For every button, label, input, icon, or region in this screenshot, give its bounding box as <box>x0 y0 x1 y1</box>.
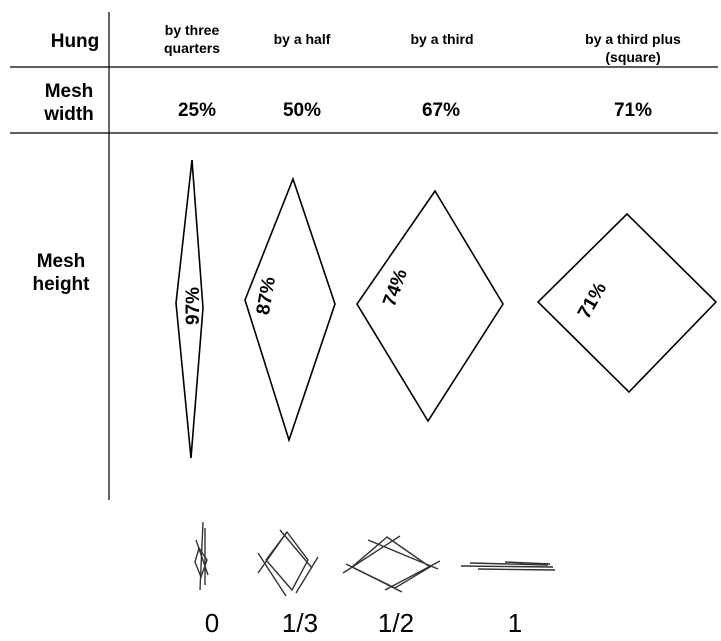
col-header-third: by a third <box>410 31 474 47</box>
height-label-half: 87% <box>253 275 280 316</box>
row-header-mesh-width: Mesh width <box>44 81 94 125</box>
sketch-hanging-one-third <box>257 529 319 597</box>
row-header-hung: Hung <box>50 31 100 52</box>
height-label-three-quarters: 97% <box>183 287 204 325</box>
row-header-mesh-height: Mesh height <box>32 251 90 295</box>
mesh-diamond-three-quarters <box>175 159 204 459</box>
mesh-diamond-third <box>356 189 504 423</box>
width-value-three-quarters: 25% <box>177 100 217 121</box>
mesh-diamond-third-plus <box>536 212 718 394</box>
width-value-third: 67% <box>421 100 461 121</box>
height-label-third: 74% <box>379 266 412 309</box>
sketch-hanging-one-half <box>342 535 441 593</box>
scale-label-one-half: 1/2 <box>377 608 415 638</box>
sketch-hanging-one <box>460 561 556 571</box>
width-value-third-plus: 71% <box>613 100 653 121</box>
sketch-hanging-0 <box>194 521 209 591</box>
col-header-third-plus: by a third plus (square) <box>585 31 681 65</box>
scale-label-one-third: 1/3 <box>281 608 319 638</box>
width-value-half: 50% <box>282 100 322 121</box>
height-label-third-plus: 71% <box>574 279 611 323</box>
scale-label-0: 0 <box>204 608 220 638</box>
mesh-diamond-half <box>244 176 336 443</box>
scale-label-1: 1 <box>507 608 523 638</box>
col-header-half: by a half <box>273 31 331 47</box>
col-header-three-quarters: by three quarters <box>163 22 221 56</box>
